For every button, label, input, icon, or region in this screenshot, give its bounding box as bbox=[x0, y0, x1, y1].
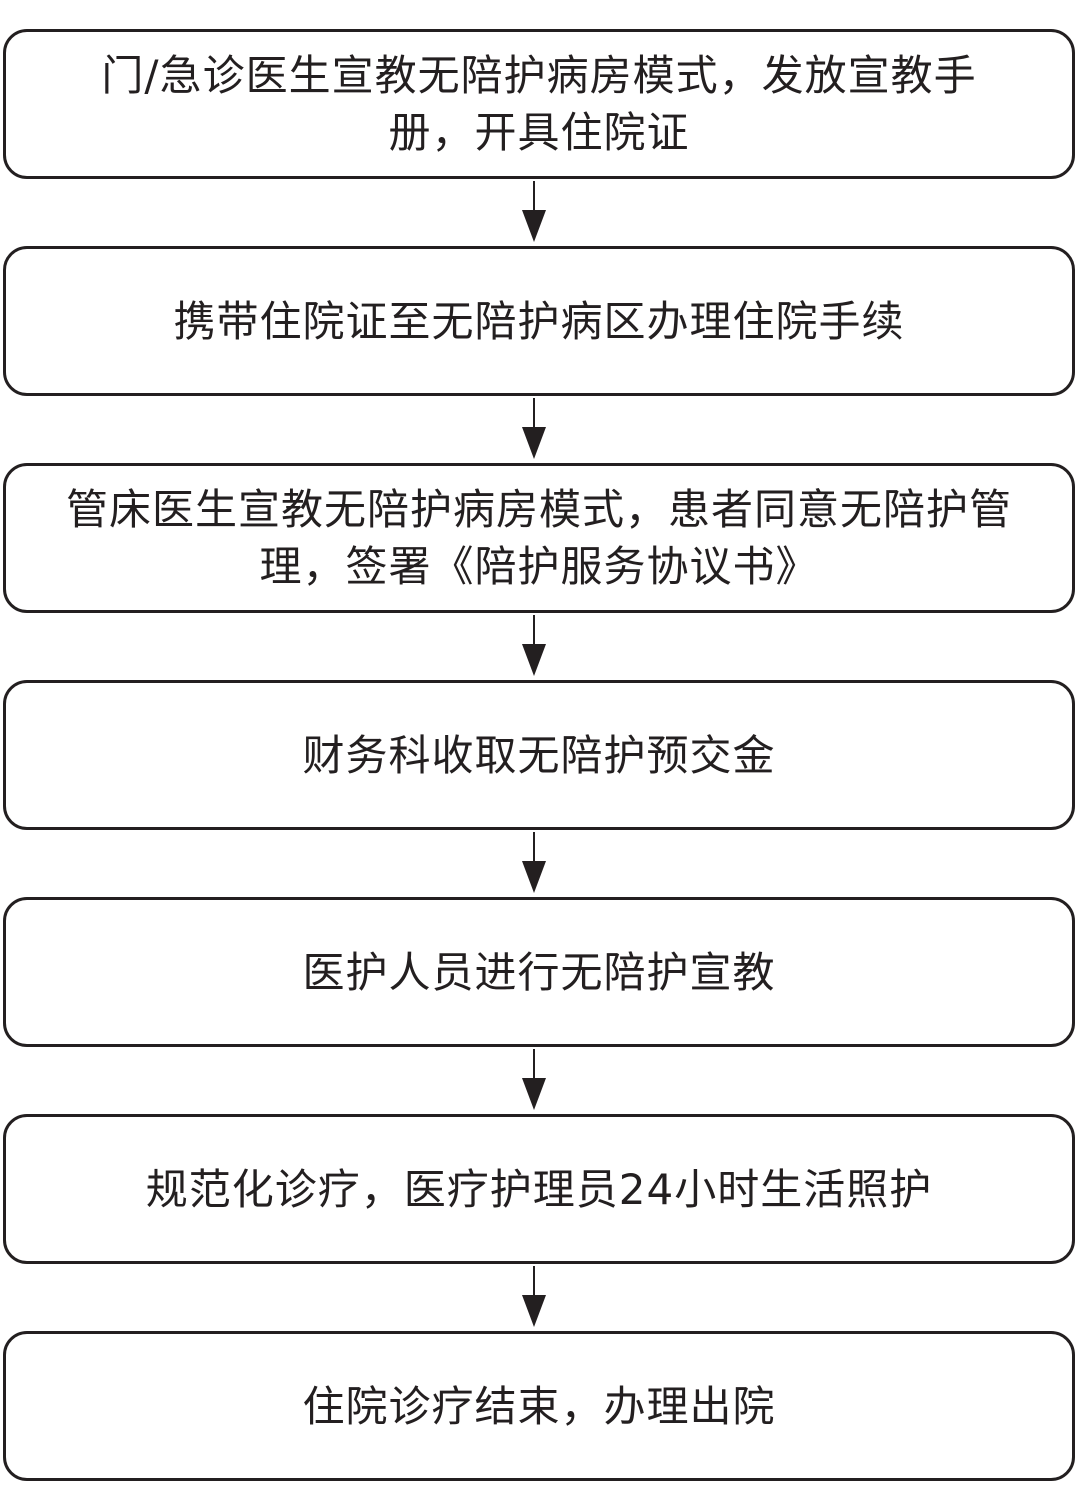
arrow-line bbox=[533, 1049, 535, 1081]
arrow-head bbox=[522, 427, 546, 459]
arrow-4-to-5 bbox=[522, 832, 546, 893]
arrow-head bbox=[522, 1078, 546, 1110]
step-5-text: 医护人员进行无陪护宣教 bbox=[302, 947, 776, 997]
arrow-head bbox=[522, 210, 546, 242]
step-4-text: 财务科收取无陪护预交金 bbox=[302, 730, 776, 780]
arrow-6-to-7 bbox=[522, 1266, 546, 1327]
arrow-head bbox=[522, 644, 546, 676]
arrow-line bbox=[533, 832, 535, 864]
step-4-box: 财务科收取无陪护预交金 bbox=[3, 680, 1075, 830]
step-6-text: 规范化诊疗，医疗护理员24小时生活照护 bbox=[145, 1164, 933, 1214]
arrow-head bbox=[522, 861, 546, 893]
arrow-5-to-6 bbox=[522, 1049, 546, 1110]
arrow-line bbox=[533, 398, 535, 430]
arrow-head bbox=[522, 1295, 546, 1327]
step-1-box: 门/急诊医生宣教无陪护病房模式，发放宣教手册，开具住院证 bbox=[3, 29, 1075, 179]
arrow-line bbox=[533, 1266, 535, 1298]
step-5-box: 医护人员进行无陪护宣教 bbox=[3, 897, 1075, 1047]
step-7-box: 住院诊疗结束，办理出院 bbox=[3, 1331, 1075, 1481]
step-7-text: 住院诊疗结束，办理出院 bbox=[302, 1381, 776, 1431]
arrow-2-to-3 bbox=[522, 398, 546, 459]
step-3-text: 管床医生宣教无陪护病房模式，患者同意无陪护管理，签署《陪护服务协议书》 bbox=[65, 485, 1012, 591]
step-6-box: 规范化诊疗，医疗护理员24小时生活照护 bbox=[3, 1114, 1075, 1264]
step-3-box: 管床医生宣教无陪护病房模式，患者同意无陪护管理，签署《陪护服务协议书》 bbox=[3, 463, 1075, 613]
arrow-line bbox=[533, 181, 535, 213]
step-2-text: 携带住院证至无陪护病区办理住院手续 bbox=[173, 296, 905, 346]
step-1-text: 门/急诊医生宣教无陪护病房模式，发放宣教手册，开具住院证 bbox=[101, 51, 977, 157]
arrow-line bbox=[533, 615, 535, 647]
arrow-3-to-4 bbox=[522, 615, 546, 676]
step-2-box: 携带住院证至无陪护病区办理住院手续 bbox=[3, 246, 1075, 396]
arrow-1-to-2 bbox=[522, 181, 546, 242]
